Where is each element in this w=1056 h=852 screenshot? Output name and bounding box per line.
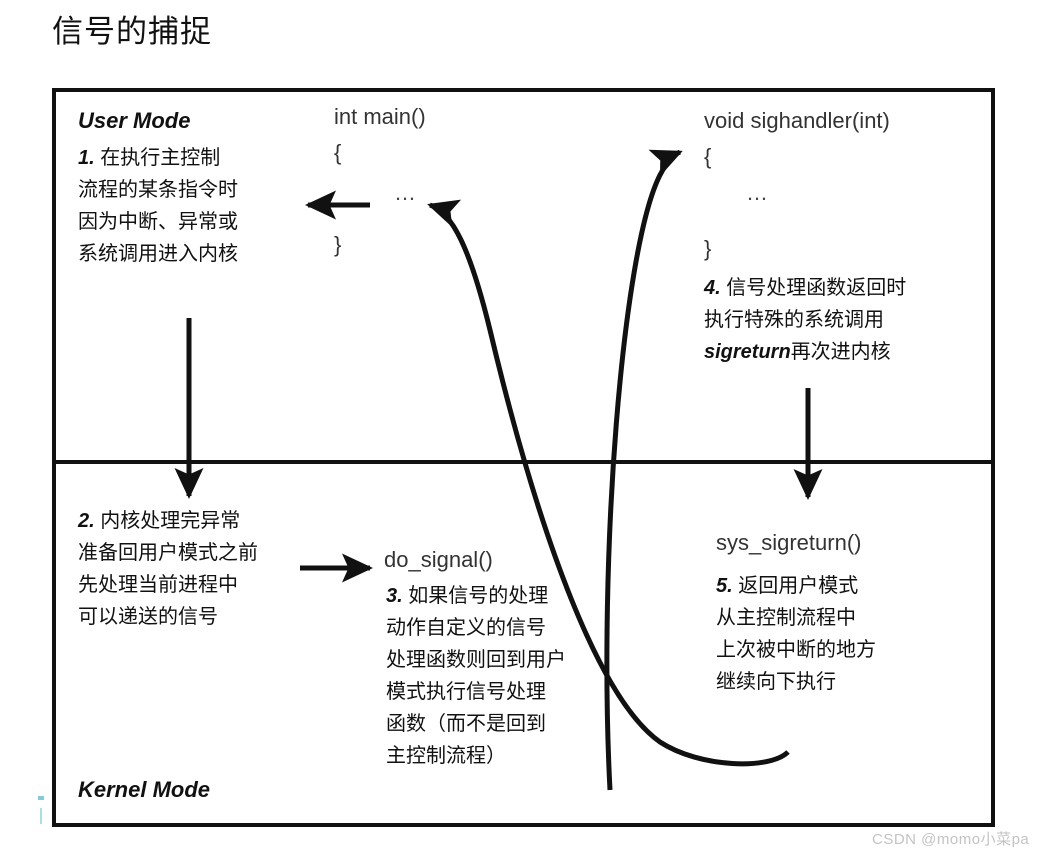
scan-artifact-dot bbox=[38, 796, 44, 800]
diagram-frame: User Mode Kernel Mode int main() { } … v… bbox=[52, 88, 995, 827]
mode-divider-line bbox=[56, 460, 991, 464]
sigreturn-term: sigreturn bbox=[704, 341, 791, 363]
sighandler-body: { } bbox=[704, 144, 712, 261]
kernel-mode-label: Kernel Mode bbox=[78, 777, 211, 802]
step-5-number: 5. bbox=[716, 575, 733, 597]
step-2-body: 内核处理完异常 准备回用户模式之前 先处理当前进程中 可以递送的信号 bbox=[78, 510, 258, 628]
scan-artifact-tick bbox=[40, 808, 42, 824]
csdn-watermark: CSDN @momo小菜pa bbox=[872, 831, 1030, 848]
step-4-number: 4. bbox=[704, 277, 721, 299]
step-1-body: 在执行主控制 流程的某条指令时 因为中断、异常或 系统调用进入内核 bbox=[78, 147, 238, 265]
step-5-text: 5. 返回用户模式 从主控制流程中 上次被中断的地方 继续向下执行 bbox=[716, 570, 966, 698]
user-mode-label: User Mode bbox=[78, 108, 191, 133]
step-4-text: 4. 信号处理函数返回时 执行特殊的系统调用 sigreturn再次进内核 bbox=[704, 272, 994, 368]
step-3-body: 如果信号的处理 动作自定义的信号 处理函数则回到用户 模式执行信号处理 函数（而… bbox=[386, 585, 566, 767]
step-2-number: 2. bbox=[78, 510, 95, 532]
step-5-body: 返回用户模式 从主控制流程中 上次被中断的地方 继续向下执行 bbox=[716, 575, 876, 693]
step-1-text: 1. 在执行主控制 流程的某条指令时 因为中断、异常或 系统调用进入内核 bbox=[78, 142, 328, 270]
main-body: { } bbox=[334, 140, 342, 257]
page-title: 信号的捕捉 bbox=[52, 14, 212, 49]
step-3-number: 3. bbox=[386, 585, 403, 607]
main-dots: … bbox=[394, 180, 418, 205]
step-2-text: 2. 内核处理完异常 准备回用户模式之前 先处理当前进程中 可以递送的信号 bbox=[78, 505, 343, 633]
step-4-body-after: 再次进内核 bbox=[790, 341, 891, 363]
step-4-body-before: 信号处理函数返回时 执行特殊的系统调用 bbox=[704, 277, 907, 331]
sighandler-dots: … bbox=[746, 180, 770, 205]
step-3-text: 3. 如果信号的处理 动作自定义的信号 处理函数则回到用户 模式执行信号处理 函… bbox=[386, 580, 636, 772]
step-1-number: 1. bbox=[78, 147, 95, 169]
sighandler-signature: void sighandler(int) bbox=[704, 108, 890, 133]
sys-sigreturn-label: sys_sigreturn() bbox=[716, 530, 862, 555]
do-signal-label: do_signal() bbox=[384, 547, 493, 572]
main-signature: int main() bbox=[334, 104, 426, 129]
